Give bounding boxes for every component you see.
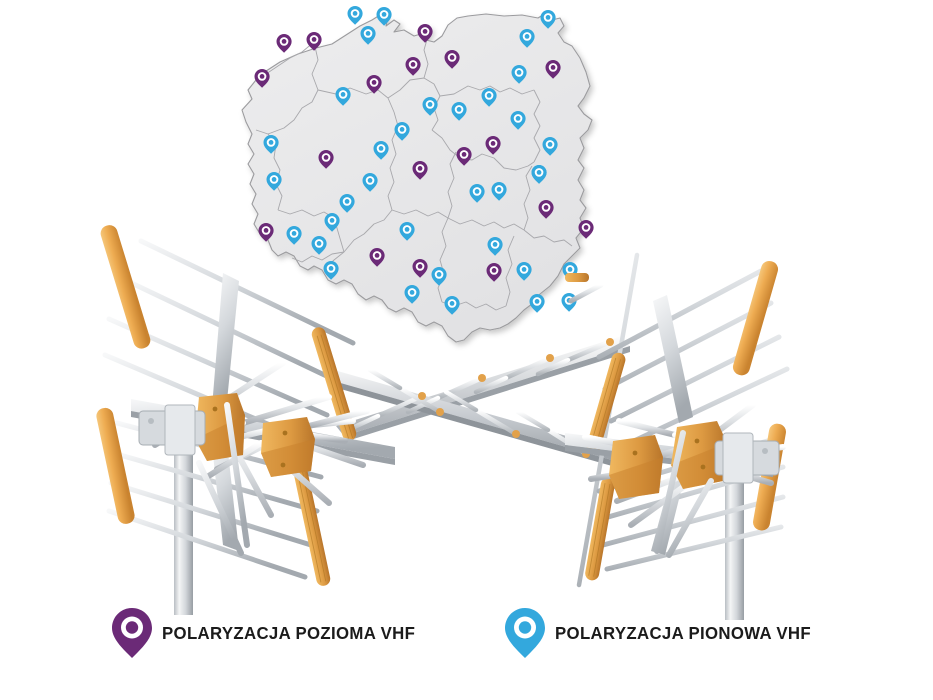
mast-clamp-right — [714, 432, 780, 484]
map-pin-vertical — [335, 87, 351, 106]
map-pin-horizontal — [485, 136, 501, 155]
map-pin-icon-horizontal — [112, 608, 153, 658]
legend-label-horizontal: POLARYZACJA POZIOMA VHF — [162, 622, 416, 643]
poland-map — [228, 2, 628, 352]
map-pin-vertical — [487, 237, 503, 256]
support-braces-left — [196, 402, 250, 556]
map-pin-horizontal — [444, 50, 460, 69]
map-pin-vertical — [347, 6, 363, 25]
support-braces-right — [654, 430, 714, 558]
map-pin-vertical — [323, 261, 339, 280]
map-pin-vertical — [376, 7, 392, 26]
antenna-mast-left — [174, 415, 193, 615]
map-pin-horizontal — [417, 24, 433, 43]
legend-item-vertical[interactable]: POLARYZACJA PIONOWA VHF — [504, 607, 822, 659]
vhf-antenna-right — [565, 252, 790, 620]
map-pin-horizontal — [486, 263, 502, 282]
map-pin-horizontal — [456, 147, 472, 166]
reflector-upper-right — [586, 260, 790, 454]
map-pin-horizontal — [318, 150, 334, 169]
antenna-boom-center — [330, 336, 630, 466]
driven-element-housings-right — [609, 421, 727, 499]
mast-clamp-left — [138, 404, 206, 456]
map-pin-vertical — [373, 141, 389, 160]
map-pin-vertical — [511, 65, 527, 84]
map-pin-vertical — [266, 172, 282, 191]
legend-item-horizontal[interactable]: POLARYZACJA POZIOMA VHF — [111, 607, 426, 659]
map-pin-vertical — [339, 194, 355, 213]
map-pin-vertical — [481, 88, 497, 107]
map-pin-horizontal — [254, 69, 270, 88]
map-pin-vertical — [491, 182, 507, 201]
poland-map-svg — [241, 6, 594, 343]
map-pin-horizontal — [538, 200, 554, 219]
map-pin-vertical — [519, 29, 535, 48]
boom-connector-right — [565, 273, 604, 304]
map-pin-horizontal — [545, 60, 561, 79]
map-pin-horizontal — [369, 248, 385, 267]
map-pin-vertical — [324, 213, 340, 232]
map-pin-vertical — [529, 294, 545, 313]
map-pin-vertical — [542, 137, 558, 156]
legend-label-vertical: POLARYZACJA PIONOWA VHF — [555, 622, 812, 643]
map-markers — [254, 6, 594, 315]
map-pin-vertical — [540, 10, 556, 29]
map-pin-vertical — [394, 122, 410, 141]
map-pin-vertical — [360, 26, 376, 45]
map-pin-horizontal — [405, 57, 421, 76]
map-pin-vertical — [263, 135, 279, 154]
map-pin-horizontal — [412, 161, 428, 180]
map-pin-vertical — [531, 165, 547, 184]
legend: POLARYZACJA POZIOMA VHF POLARYZACJA PION… — [0, 604, 933, 662]
map-pin-vertical — [451, 102, 467, 121]
map-pin-vertical — [510, 111, 526, 130]
map-pin-vertical — [469, 184, 485, 203]
boom-tips — [418, 338, 614, 458]
map-pin-horizontal — [306, 32, 322, 51]
map-pin-vertical — [444, 296, 460, 315]
map-pin-icon-vertical — [505, 608, 546, 658]
map-pin-vertical — [516, 262, 532, 281]
map-pin-vertical — [362, 173, 378, 192]
map-pin-vertical — [399, 222, 415, 241]
vhf-antenna-left — [96, 225, 395, 615]
map-pin-vertical — [286, 226, 302, 245]
voivodeship-borders — [255, 35, 573, 311]
map-landmass — [241, 12, 593, 343]
boom-lower — [330, 370, 616, 466]
map-pin-horizontal — [412, 259, 428, 278]
map-pin-horizontal — [578, 220, 594, 239]
map-pin-vertical — [422, 97, 438, 116]
map-pin-horizontal — [276, 34, 292, 53]
map-pin-vertical — [311, 236, 327, 255]
map-pin-horizontal — [366, 75, 382, 94]
boom-directors — [345, 339, 613, 433]
map-pin-vertical — [404, 285, 420, 304]
map-pin-horizontal — [258, 223, 274, 242]
map-pin-vertical — [431, 267, 447, 286]
